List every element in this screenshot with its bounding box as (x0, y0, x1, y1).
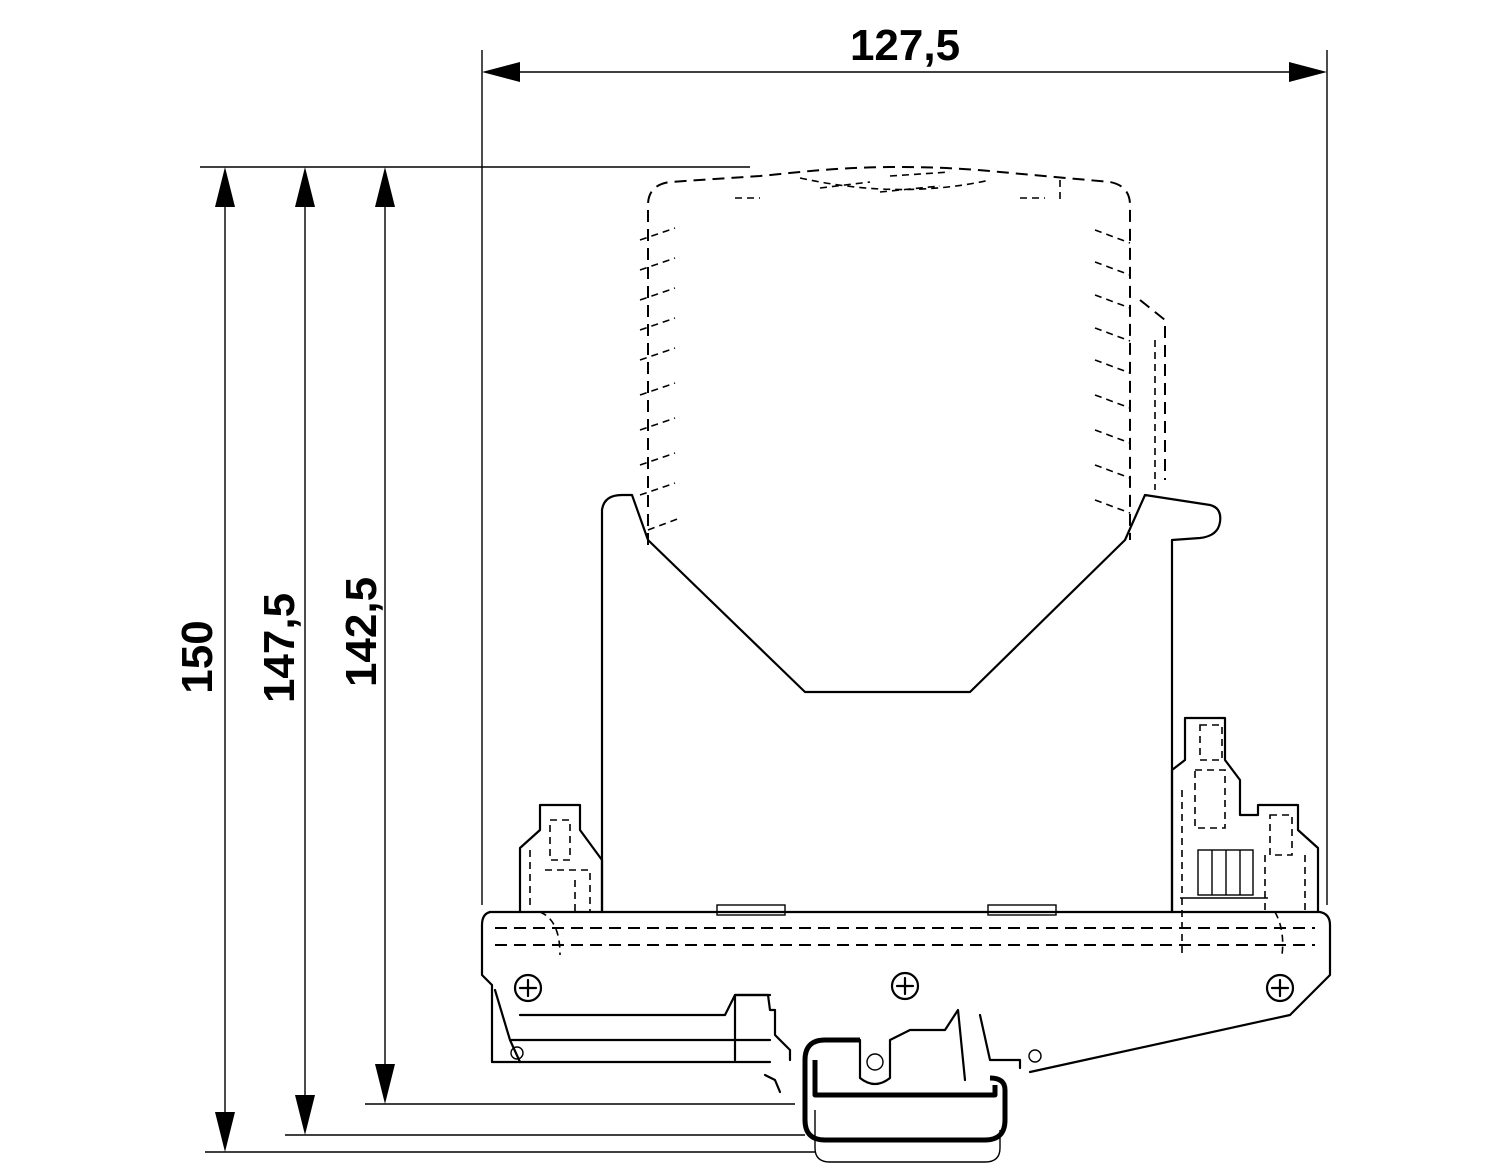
arrow-142-top (375, 167, 395, 207)
relay-right-latch (1139, 299, 1166, 480)
base-latch-arm (518, 993, 772, 1017)
base-lower-rail (493, 988, 772, 1064)
height-extension-lines (200, 166, 815, 1153)
base-tab-right (987, 904, 1057, 916)
clamp-center-hole (866, 1053, 884, 1071)
din-rail-clamp (733, 993, 1022, 1094)
base-plate-outline-left (480, 910, 772, 1064)
base-internal-bus (495, 927, 1315, 946)
right-terminal-spring-lines (1180, 850, 1268, 899)
arrow-150-top (215, 167, 235, 207)
arrow-147-bottom (295, 1095, 315, 1135)
left-terminal-screw (549, 819, 571, 861)
height-label-142-5: 142,5 (337, 577, 386, 687)
width-label: 127,5 (850, 21, 960, 70)
right-terminal-upper-box (1194, 769, 1226, 829)
base-plate-outline-right (488, 910, 1332, 1074)
right-terminal-block (1170, 716, 1320, 956)
height-dimension-150: 150 (173, 167, 235, 1152)
left-terminal-internals (529, 850, 591, 912)
relay-body-outline (647, 166, 1131, 545)
arrow-147-top (295, 167, 315, 207)
height-dimension-147-5: 147,5 (255, 167, 315, 1135)
relay-right-ribs (1094, 229, 1131, 514)
mounting-screws (513, 971, 1295, 1003)
base-tab-left (716, 904, 786, 916)
socket-v-holder (600, 493, 1222, 914)
right-terminal-lower-screw (1269, 814, 1293, 856)
clamp-lower-hook (763, 1073, 782, 1094)
base-pivot-left (510, 1046, 524, 1060)
clamp-right-spring (978, 1013, 1022, 1070)
height-label-147-5: 147,5 (255, 593, 304, 703)
left-terminal-block (518, 803, 604, 956)
relay-top-notches (735, 180, 1061, 200)
relay-socket-frame (600, 493, 1222, 914)
relay-top-ribs (819, 171, 951, 193)
relay-top-detail (799, 177, 991, 191)
width-arrow-right (1289, 62, 1327, 82)
right-terminal-upper-screw (1199, 724, 1223, 761)
relay-left-ribs (639, 227, 681, 531)
height-label-150: 150 (173, 620, 222, 693)
screw-left (513, 973, 543, 1003)
width-dimension: 127,5 (481, 21, 1328, 905)
right-terminal-housing (1170, 716, 1320, 914)
height-dimension-142-5: 142,5 (337, 167, 395, 1104)
clamp-left-hook (733, 993, 792, 1062)
left-terminal-lead (539, 911, 561, 956)
relay-module-outline (639, 166, 1166, 545)
arrow-150-bottom (215, 1112, 235, 1152)
din-rail-profile (802, 1037, 1008, 1143)
clamp-center-latch (858, 1008, 967, 1086)
arrow-142-bottom (375, 1064, 395, 1104)
din-rail-outline-alt (814, 1110, 1001, 1163)
base-pivot-right (1028, 1049, 1042, 1063)
din-rail-inner (812, 1060, 998, 1098)
right-terminal-internals (1181, 790, 1306, 956)
din-rail (802, 1037, 1008, 1163)
screw-right (1265, 973, 1295, 1003)
left-terminal-housing (518, 803, 604, 914)
width-arrow-left (482, 62, 520, 82)
screw-center (890, 971, 920, 1001)
